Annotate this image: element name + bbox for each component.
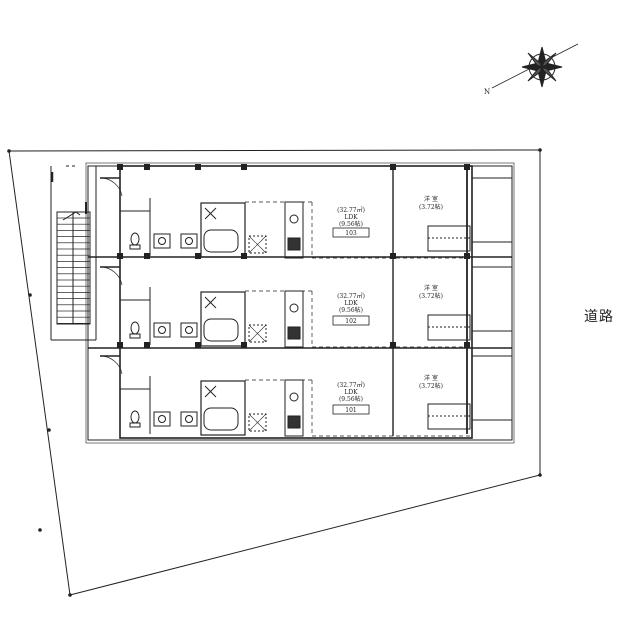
fridge-cross [248, 235, 267, 254]
ldk-area: (32.77㎡) [337, 206, 365, 214]
washbasin-bowl [158, 415, 166, 423]
fridge-space [248, 413, 267, 432]
bathroom [200, 291, 246, 347]
washbasin-icon [153, 233, 171, 249]
unit-number: 101 [345, 407, 356, 414]
toilet-icon [130, 410, 140, 424]
bathtub-icon [203, 229, 239, 253]
wall [204, 296, 217, 309]
ldk-tatami: (9.56帖) [339, 306, 363, 314]
bathtub-icon [203, 318, 239, 342]
column [241, 164, 247, 170]
unit-number-box [332, 315, 370, 326]
bathtub-icon [203, 407, 239, 431]
ldk-tatami: (9.56帖) [339, 395, 363, 403]
bathroom [200, 202, 246, 258]
washbasin-bowl [158, 326, 166, 334]
balcony [471, 266, 513, 332]
unit-number-box [332, 404, 370, 415]
column [144, 342, 150, 348]
door-swing [99, 355, 123, 375]
kitchen-counter [284, 379, 304, 437]
unit-number-box [332, 227, 370, 238]
washer-drain [185, 237, 193, 245]
unit-101-labels: (32.77㎡) LDK (9.56帖) 101 洋 室 (3.72帖) [332, 374, 443, 415]
door-swing [99, 266, 123, 286]
stove-icon [287, 326, 301, 340]
fridge-space [248, 235, 267, 254]
washbasin-icon [153, 322, 171, 338]
toilet-tank [129, 422, 141, 428]
unit-floor-plan [99, 342, 513, 437]
ldk-name: LDK [344, 214, 358, 221]
balcony [471, 355, 513, 421]
balcony [471, 177, 513, 243]
column [144, 253, 150, 259]
western-room-tatami: (3.72帖) [419, 382, 443, 390]
unit-number: 102 [345, 318, 357, 325]
unit-number: 103 [345, 230, 357, 237]
column [241, 253, 247, 259]
ldk-name: LDK [344, 300, 358, 307]
column [464, 253, 470, 259]
column [117, 253, 123, 259]
column [195, 342, 201, 348]
column [117, 164, 123, 170]
column [144, 164, 150, 170]
road-label: 道路 [584, 309, 614, 325]
column [195, 164, 201, 170]
wall [204, 207, 217, 220]
bathroom [200, 380, 246, 436]
site-boundary [8, 149, 541, 596]
column [117, 342, 123, 348]
fridge-cross [248, 413, 267, 432]
north-compass-icon [491, 43, 579, 89]
unit-102-labels: (32.77㎡) LDK (9.56帖) 102 洋 室 (3.72帖) [332, 284, 443, 326]
washer-space [180, 411, 198, 427]
fridge-cross [248, 324, 267, 343]
western-room-name: 洋 室 [424, 374, 438, 382]
washer-drain [185, 415, 193, 423]
toilet-icon [130, 232, 140, 246]
western-room-name: 洋 室 [424, 284, 438, 292]
column [464, 342, 470, 348]
washbasin-icon [153, 411, 171, 427]
toilet-icon [130, 321, 140, 335]
exterior-staircase [50, 165, 97, 341]
washer-space [180, 233, 198, 249]
washer-space [180, 322, 198, 338]
sink-icon [289, 392, 299, 402]
unit-floor-plan [99, 253, 513, 348]
column [195, 253, 201, 259]
unit-floor-plan [99, 164, 513, 259]
ldk-tatami: (9.56帖) [339, 220, 363, 228]
kitchen-counter [284, 290, 304, 348]
wall [204, 385, 217, 398]
sink-icon [289, 214, 299, 224]
boundary-markers [7, 148, 542, 597]
washer-drain [185, 326, 193, 334]
kitchen-counter [284, 201, 304, 259]
fridge-space [248, 324, 267, 343]
ldk-area: (32.77㎡) [337, 381, 365, 389]
ldk-name: LDK [344, 389, 358, 396]
western-room-tatami: (3.72帖) [419, 203, 443, 211]
toilet-tank [129, 333, 141, 339]
washbasin-bowl [158, 237, 166, 245]
toilet-tank [129, 244, 141, 250]
stove-icon [287, 237, 301, 251]
sink-icon [289, 303, 299, 313]
stove-icon [287, 415, 301, 429]
western-room-tatami: (3.72帖) [419, 292, 443, 300]
compass-north-label: N [484, 88, 490, 96]
column [464, 164, 470, 170]
unit-103-labels: (32.77㎡) LDK (9.56帖) 103 洋 室 (3.72帖) [332, 195, 443, 238]
door-swing [99, 177, 123, 197]
column [241, 342, 247, 348]
western-room-name: 洋 室 [424, 195, 438, 203]
ldk-area: (32.77㎡) [337, 292, 365, 300]
